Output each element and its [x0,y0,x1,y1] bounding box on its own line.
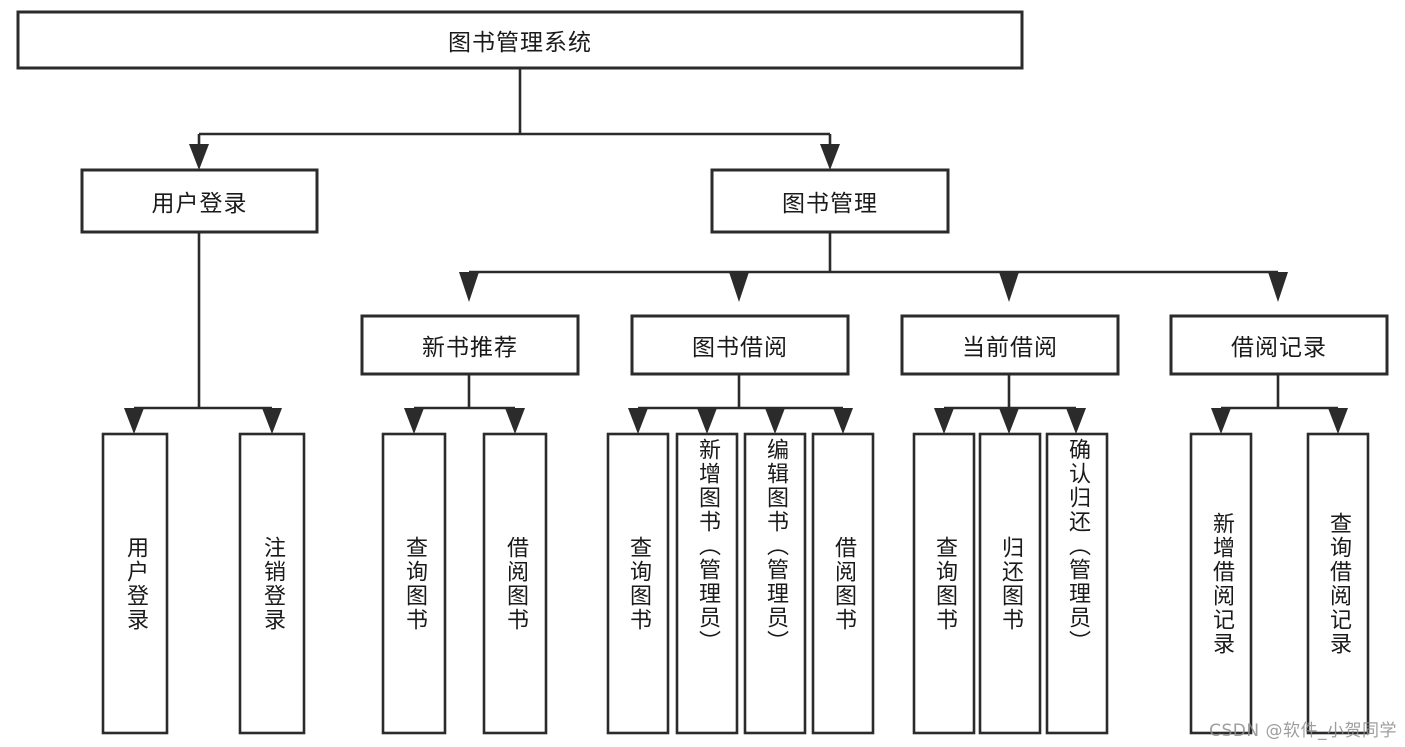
node-box-leaf-query-book-1[interactable] [381,432,447,735]
arrowhead-leaf-edit-book [765,408,785,434]
arrowhead-leaf-query-book-3 [934,408,954,434]
arrowhead-leaf-query-book-2 [628,408,648,434]
arrowhead-leaf-query-book-1 [404,408,424,434]
node-box-new-book-recommend[interactable] [360,314,580,376]
node-box-leaf-add-book[interactable] [675,432,739,735]
node-box-leaf-add-borrow-record[interactable] [1189,432,1253,735]
node-box-leaf-query-book-3[interactable] [912,432,976,735]
node-box-book-borrow[interactable] [630,314,850,376]
arrowhead-book-borrow [729,272,749,302]
arrowhead-leaf-user-login [124,408,144,434]
node-box-root[interactable] [16,10,1024,70]
arrowhead-leaf-borrow-book-2 [833,408,853,434]
arrowhead-leaf-borrow-book-1 [505,408,525,434]
node-box-layer [16,10,1389,735]
node-box-leaf-query-book-2[interactable] [606,432,670,735]
connector-layer [124,68,1348,434]
arrowhead-leaf-confirm-return [1066,408,1086,434]
node-box-leaf-logout-login[interactable] [238,432,306,735]
node-box-leaf-edit-book[interactable] [743,432,807,735]
arrowhead-current-borrow [999,272,1019,302]
arrowhead-leaf-add-book [697,408,717,434]
arrowhead-user-login [189,144,209,170]
arrowhead-leaf-logout-login [262,408,282,434]
arrowhead-new-book-recommend [459,272,479,302]
node-box-leaf-borrow-book-1[interactable] [482,432,548,735]
node-box-user-login[interactable] [80,168,319,234]
arrowhead-leaf-add-borrow-record [1211,408,1231,434]
arrowhead-leaf-query-borrow-record [1328,408,1348,434]
node-box-book-manage[interactable] [710,168,950,234]
node-box-leaf-user-login[interactable] [101,432,169,735]
arrowhead-borrow-record [1268,272,1288,302]
arrowhead-leaf-return-book [999,408,1019,434]
node-box-leaf-borrow-book-2[interactable] [811,432,875,735]
node-box-borrow-record[interactable] [1169,314,1389,376]
arrowhead-book-manage [820,144,840,170]
node-box-current-borrow[interactable] [900,314,1120,376]
node-box-leaf-confirm-return[interactable] [1045,432,1109,735]
node-box-leaf-query-borrow-record[interactable] [1306,432,1370,735]
node-box-leaf-return-book[interactable] [978,432,1042,735]
